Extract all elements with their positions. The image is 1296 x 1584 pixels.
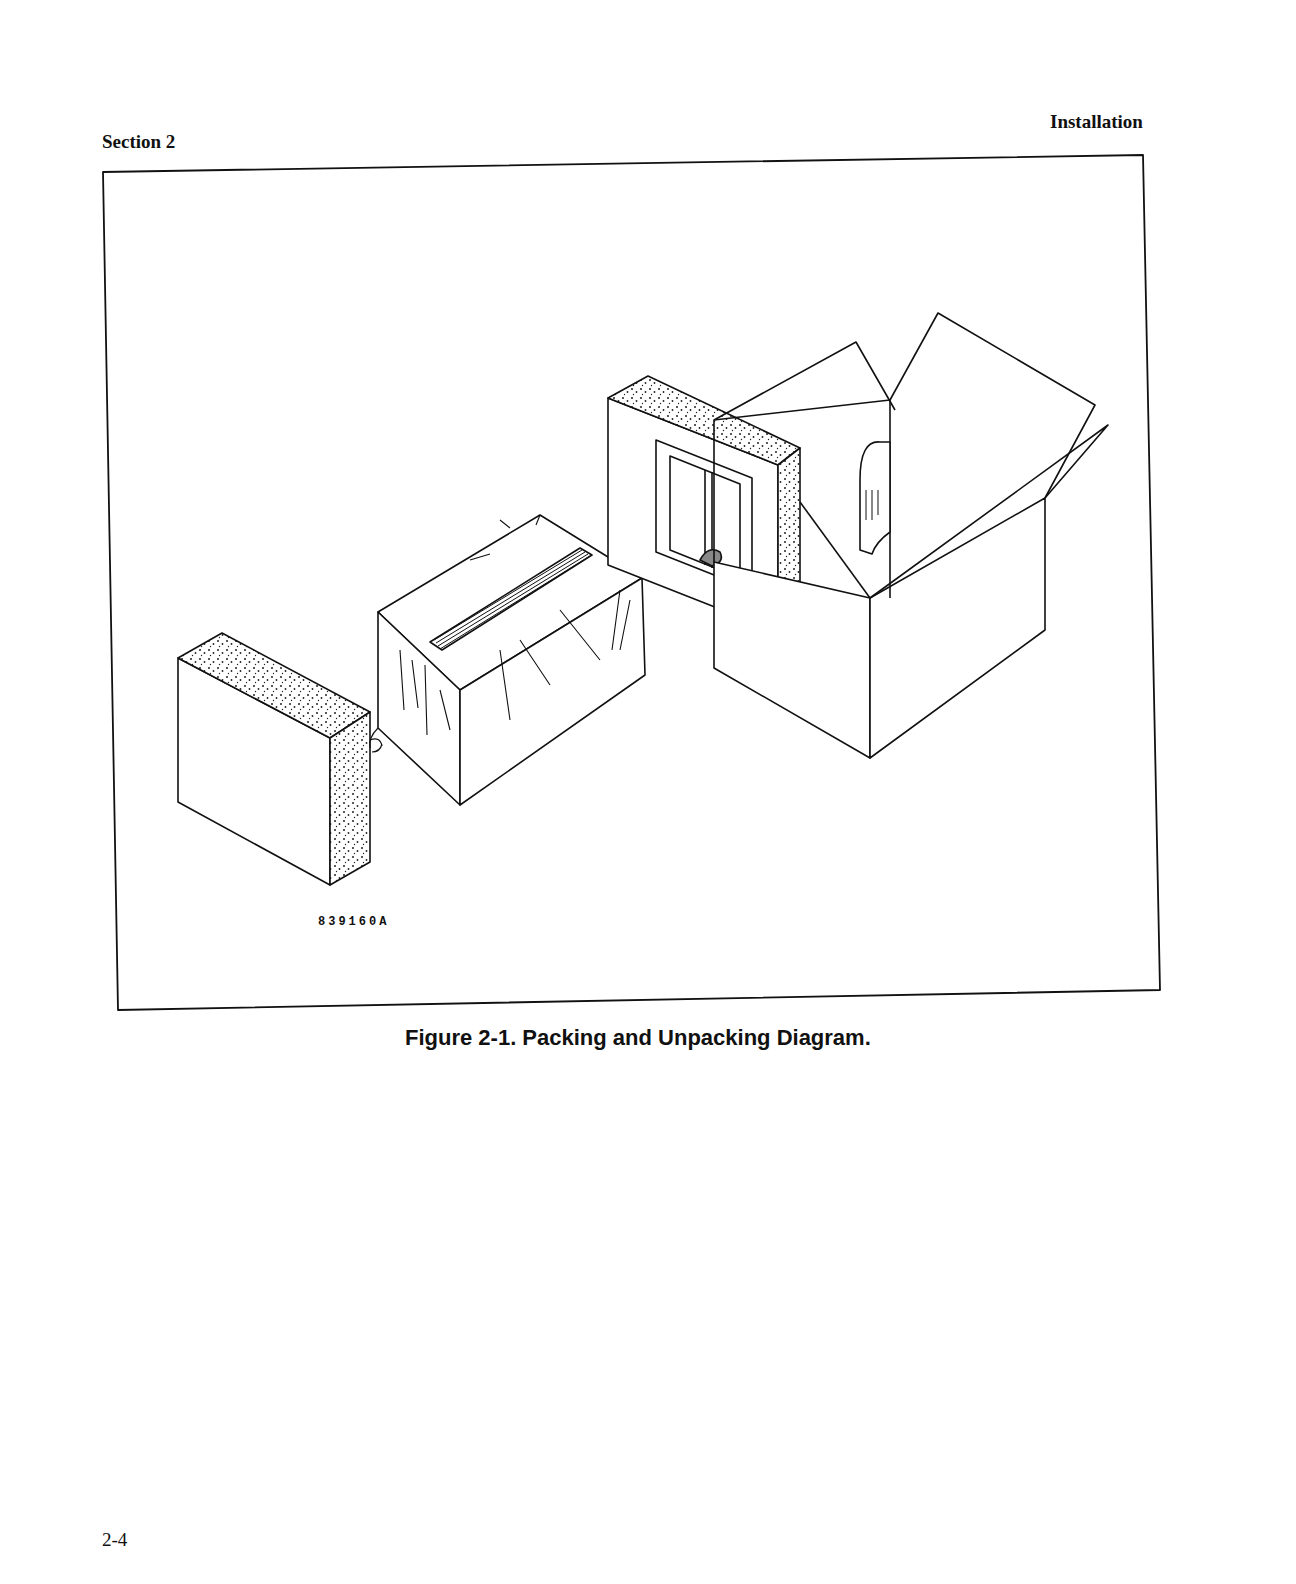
figure-frame [103,155,1160,1010]
section-header: Section 2 [102,131,175,153]
wrapped-unit [370,515,645,805]
shipping-carton [714,313,1108,758]
chapter-header: Installation [1050,111,1143,133]
figure-caption: Figure 2-1. Packing and Unpacking Diagra… [405,1025,871,1051]
foam-end-cap [178,633,382,885]
page-number: 2-4 [102,1529,127,1551]
drawing-number: 839160A [318,915,389,929]
